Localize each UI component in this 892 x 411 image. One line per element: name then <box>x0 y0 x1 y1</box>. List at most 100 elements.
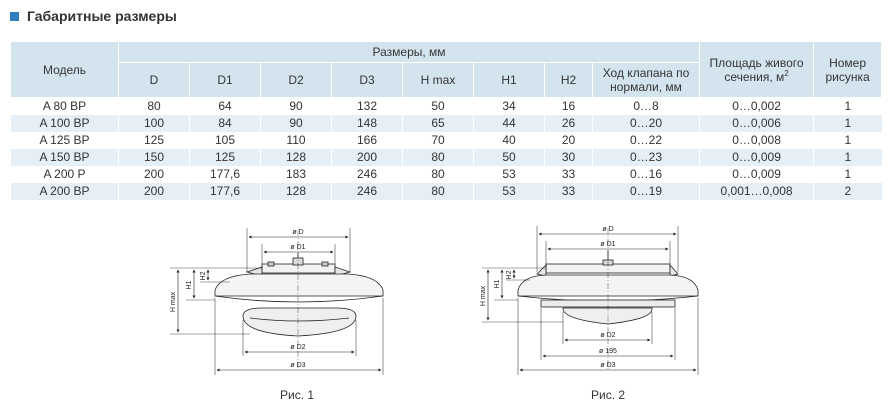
fig1-label-h1: H1 <box>186 280 193 289</box>
fig2-label-hmax: H max <box>480 285 487 306</box>
table-cell: 177,6 <box>189 166 261 183</box>
table-cell: 34 <box>473 97 545 115</box>
table-cell: 90 <box>260 97 332 115</box>
figure-1-labels: ø D ø D1 ø D2 ø D3 H2 H1 H max <box>170 229 306 369</box>
fig2-label-h2: H2 <box>506 270 513 279</box>
fig2-label-d3: ø D3 <box>600 362 615 369</box>
table-cell: 0…22 <box>591 132 700 149</box>
table-cell: 2 <box>813 183 882 200</box>
table-cell: 0,001…0,008 <box>699 183 814 200</box>
table-cell: 125 <box>118 132 190 149</box>
col-header: H1 <box>473 62 545 98</box>
table-cell: 0…23 <box>591 149 700 166</box>
header-model: Модель <box>10 41 119 98</box>
figure-2-labels: ø D ø D1 ø D2 ø 195 ø D3 H2 H1 H max <box>480 226 617 369</box>
table-cell: 40 <box>473 132 545 149</box>
header-area: Площадь живого сечения, м2 <box>699 41 815 98</box>
table-cell: 70 <box>402 132 474 149</box>
table-cell: 200 <box>331 149 403 166</box>
col-header: D1 <box>189 62 261 98</box>
header-figure: Номер рисунка <box>813 41 883 98</box>
table-cell: 20 <box>544 132 593 149</box>
table-cell: 80 <box>402 166 474 183</box>
table-cell: 80 <box>402 149 474 166</box>
section-header: Габаритные размеры <box>10 6 177 26</box>
table-cell: 0…19 <box>591 183 700 200</box>
model-cell: A 80 BP <box>10 97 119 115</box>
drawings: ø D ø D1 ø D2 ø D3 H2 H1 H max <box>0 220 892 411</box>
table-cell: 105 <box>189 132 261 149</box>
model-cell: A 125 BP <box>10 132 119 149</box>
fig1-label-h2: H2 <box>200 271 207 280</box>
fig1-label-hmax: H max <box>170 291 177 312</box>
table-cell: 30 <box>544 149 593 166</box>
table-cell: 0…20 <box>591 115 700 132</box>
fig2-label-h1: H1 <box>494 279 501 288</box>
model-cell: A 150 BP <box>10 149 119 166</box>
table-cell: 125 <box>189 149 261 166</box>
square-bullet-icon <box>10 11 19 21</box>
table-cell: 1 <box>813 132 882 149</box>
table-cell: 200 <box>118 166 190 183</box>
figure-2-drawing <box>482 226 699 375</box>
table-cell: 0…0,006 <box>699 115 814 132</box>
table-cell: 148 <box>331 115 403 132</box>
col-header: D2 <box>260 62 332 98</box>
table-cell: 50 <box>402 97 474 115</box>
table-cell: 100 <box>118 115 190 132</box>
table-cell: 65 <box>402 115 474 132</box>
model-cell: A 100 BP <box>10 115 119 132</box>
col-header: D <box>118 62 190 98</box>
table-cell: 1 <box>813 149 882 166</box>
fig2-label-d: ø D <box>602 226 613 233</box>
table-cell: 90 <box>260 115 332 132</box>
table-cell: 150 <box>118 149 190 166</box>
table-cell: 246 <box>331 183 403 200</box>
table-cell: 128 <box>260 149 332 166</box>
table-cell: 246 <box>331 166 403 183</box>
table-cell: 53 <box>473 166 545 183</box>
table-cell: 0…0,009 <box>699 166 814 183</box>
table-cell: 132 <box>331 97 403 115</box>
table-cell: 80 <box>118 97 190 115</box>
model-cell: A 200 BP <box>10 183 119 200</box>
table-cell: 33 <box>544 166 593 183</box>
col-header: D3 <box>331 62 403 98</box>
col-header: H2 <box>544 62 593 98</box>
table-cell: 64 <box>189 97 261 115</box>
table-cell: 84 <box>189 115 261 132</box>
table-cell: 16 <box>544 97 593 115</box>
table-cell: 80 <box>402 183 474 200</box>
fig1-label-d1: ø D1 <box>290 244 305 251</box>
col-header: H max <box>402 62 474 98</box>
model-cell: A 200 P <box>10 166 119 183</box>
table-cell: 1 <box>813 166 882 183</box>
figure-1-caption: Рис. 1 <box>280 388 315 402</box>
fig1-label-d2: ø D2 <box>290 344 305 351</box>
table-cell: 33 <box>544 183 593 200</box>
section-title: Габаритные размеры <box>27 8 177 24</box>
table-cell: 177,6 <box>189 183 261 200</box>
table-cell: 0…0,002 <box>699 97 814 115</box>
fig2-label-d1: ø D1 <box>600 241 615 248</box>
dimensions-table: Модель Размеры, мм Площадь живого сечени… <box>10 41 883 200</box>
table-cell: 110 <box>260 132 332 149</box>
table-cell: 1 <box>813 115 882 132</box>
table-cell: 128 <box>260 183 332 200</box>
table-cell: 53 <box>473 183 545 200</box>
table-cell: 0…16 <box>591 166 700 183</box>
table-cell: 200 <box>118 183 190 200</box>
table-cell: 1 <box>813 97 882 115</box>
fig2-label-d2: ø D2 <box>600 332 615 339</box>
table-cell: 183 <box>260 166 332 183</box>
col-header: Ход клапана по нормали, мм <box>591 62 701 98</box>
table-cell: 0…8 <box>591 97 700 115</box>
table-cell: 44 <box>473 115 545 132</box>
technical-drawings: ø D ø D1 ø D2 ø D3 H2 H1 H max <box>170 226 699 375</box>
